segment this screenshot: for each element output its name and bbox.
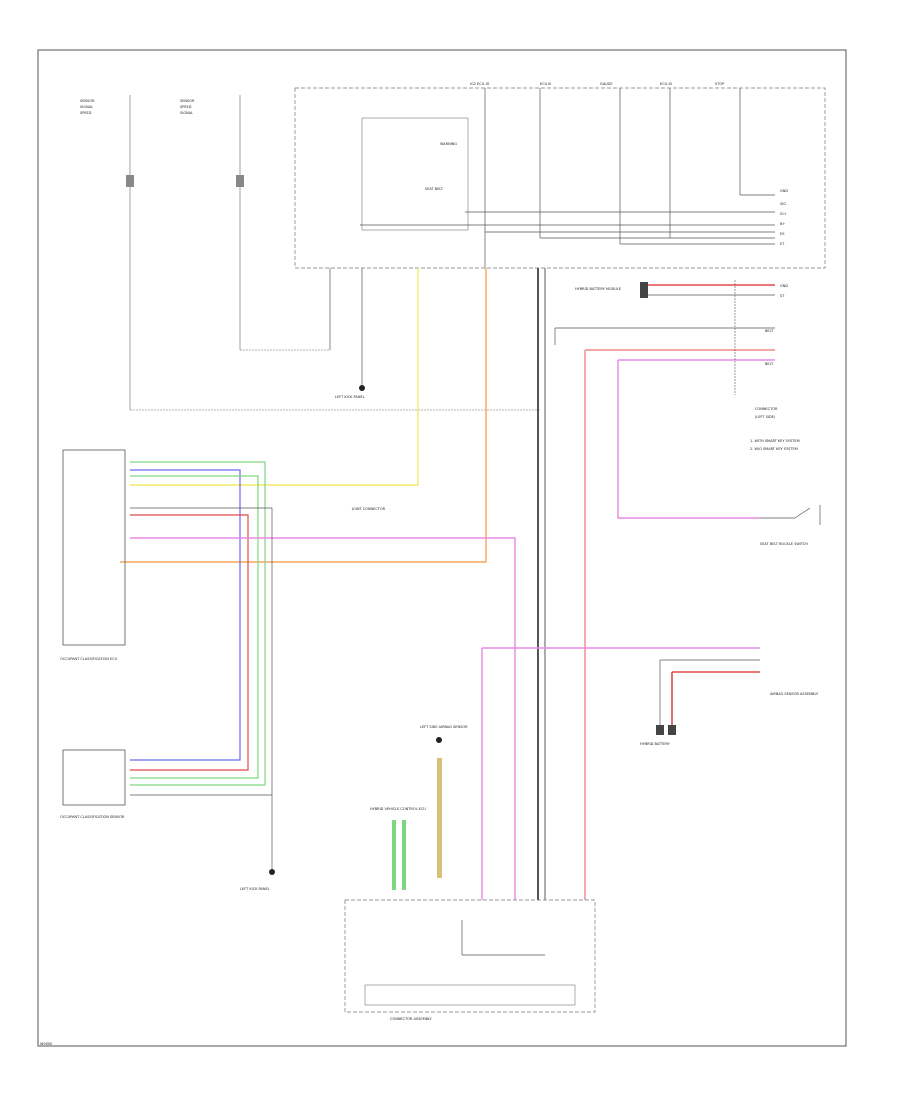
svg-text:ECU-IG: ECU-IG xyxy=(660,82,673,86)
svg-text:SEAT BELT: SEAT BELT xyxy=(425,187,444,191)
svg-text:BELT: BELT xyxy=(765,362,774,366)
buckle-switch xyxy=(760,505,821,525)
hybrid-control-label: HYBRID VEHICLE CONTROL ECU xyxy=(370,807,426,811)
combination-meter-box xyxy=(294,87,826,269)
occupant-ecu-label: OCCUPANT CLASSIFICATION ECU xyxy=(60,657,118,661)
airbag-sensor-label: AIRBAG SENSOR ASSEMBLY xyxy=(770,692,819,696)
legend-note-2: 2. W/O SMART KEY SYSTEM xyxy=(750,447,798,451)
svg-text:SIG: SIG xyxy=(780,202,786,206)
svg-text:IG+: IG+ xyxy=(780,212,787,216)
connector-assembly-label: CONNECTOR ASSEMBLY xyxy=(390,1017,432,1021)
seat-belt-buckle-label: SEAT BELT BUCKLE SWITCH xyxy=(760,542,808,546)
orange-wire xyxy=(120,268,487,563)
connector-assembly-box xyxy=(344,899,596,1013)
svg-text:IG2 ECU-IG: IG2 ECU-IG xyxy=(470,82,490,86)
svg-text:B+: B+ xyxy=(780,222,785,226)
svg-text:SIGNAL: SIGNAL xyxy=(180,111,193,115)
occupant-ecu-block xyxy=(62,449,516,900)
svg-text:GND: GND xyxy=(780,189,788,193)
yellow-wire xyxy=(130,268,419,486)
left-kick-panel-label-1: LEFT KICK PANEL xyxy=(335,395,365,399)
svg-text:SENSOR: SENSOR xyxy=(180,99,195,103)
svg-text:SPEED: SPEED xyxy=(180,105,192,109)
svg-text:ET: ET xyxy=(780,242,785,246)
svg-text:STOP: STOP xyxy=(715,82,724,86)
left-kick-panel-label-2: LEFT KICK PANEL xyxy=(240,887,270,891)
joint-connector-label: JOINT CONNECTOR xyxy=(351,507,386,511)
footer-code: W0000 xyxy=(40,1042,52,1046)
svg-text:WARNING: WARNING xyxy=(440,142,457,146)
occupant-sensor-label: OCCUPANT CLASSIFICATION SENSOR xyxy=(60,815,125,819)
svg-text:ECU-B: ECU-B xyxy=(540,82,551,86)
svg-text:SPEED: SPEED xyxy=(80,111,92,115)
svg-text:ES: ES xyxy=(780,232,785,236)
svg-text:GND: GND xyxy=(780,284,788,288)
svg-text:ST: ST xyxy=(780,294,785,298)
svg-text:CONNECTOR: CONNECTOR xyxy=(755,407,778,411)
svg-text:SENSOR: SENSOR xyxy=(80,99,95,103)
legend-note-1: 1. WITH SMART KEY SYSTEM xyxy=(750,439,800,443)
hybrid-battery-label: HYBRID BATTERY MODULE xyxy=(575,287,621,291)
top-left-sensors xyxy=(126,95,540,411)
svg-text:HYBRID BATTERY: HYBRID BATTERY xyxy=(640,742,671,746)
svg-text:BELT: BELT xyxy=(765,329,774,333)
svg-text:(LEFT SIDE): (LEFT SIDE) xyxy=(755,415,776,419)
svg-text:GAUGE: GAUGE xyxy=(600,82,613,86)
left-side-airbag-label: LEFT SIDE AIRBAG SENSOR xyxy=(420,725,468,729)
svg-text:SIGNAL: SIGNAL xyxy=(80,105,93,109)
